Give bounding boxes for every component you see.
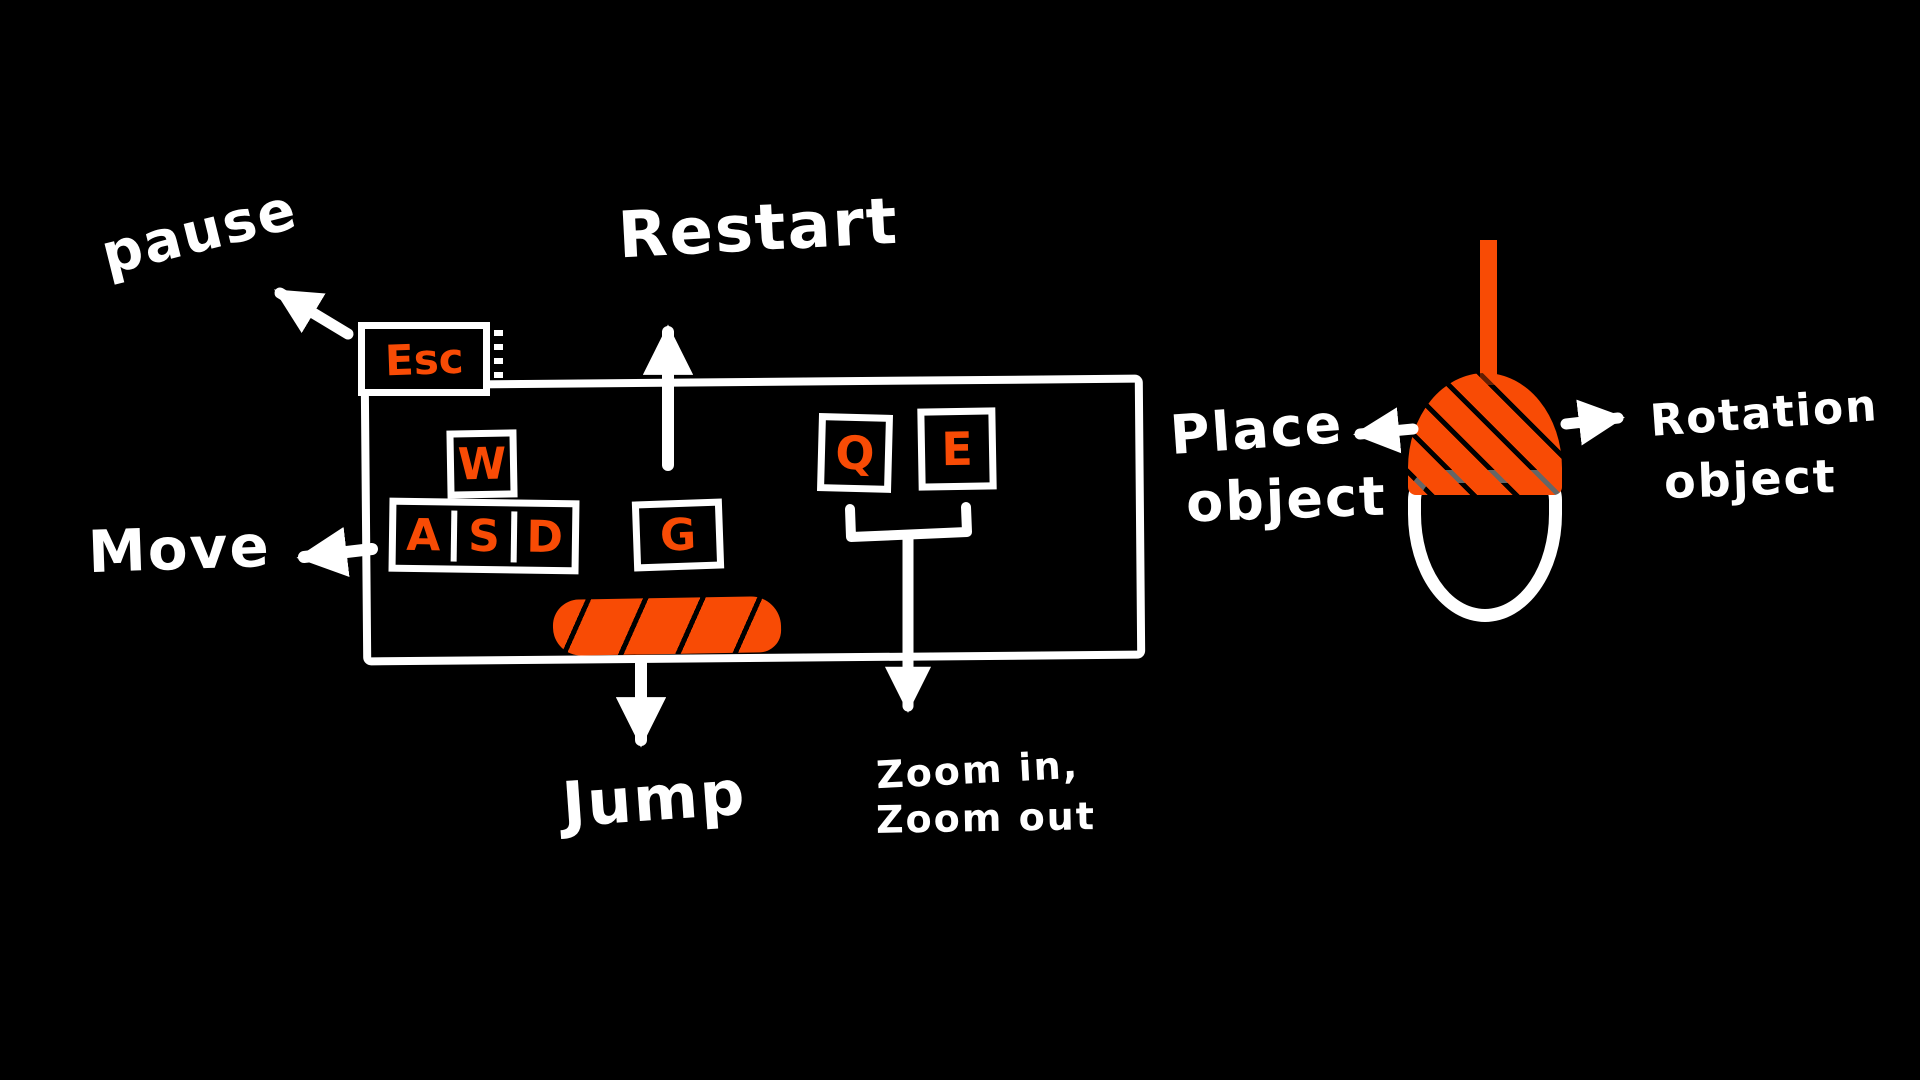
a-key: A bbox=[395, 509, 458, 562]
jump-label: Jump bbox=[559, 755, 749, 842]
g-key-label: G bbox=[659, 508, 697, 562]
w-key-label: W bbox=[457, 438, 507, 490]
q-key: Q bbox=[816, 413, 894, 493]
move-label: Move bbox=[86, 511, 272, 587]
mouse-drawing bbox=[1400, 235, 1570, 630]
place-label-line1: Place bbox=[1168, 392, 1346, 467]
d-key: D bbox=[517, 511, 572, 563]
s-key: S bbox=[456, 510, 518, 562]
rotation-label-line1: Rotation bbox=[1648, 380, 1881, 447]
mouse-scroll-wheel-dome bbox=[1408, 373, 1562, 495]
restart-label: Restart bbox=[616, 184, 901, 274]
a-key-label: A bbox=[405, 509, 441, 561]
esc-key-label: Esc bbox=[383, 333, 465, 385]
zoom-label-line2: Zoom out bbox=[875, 794, 1097, 842]
d-key-label: D bbox=[526, 511, 564, 563]
e-key-label: E bbox=[940, 421, 974, 477]
mouse-scroll-wheel-stem bbox=[1480, 240, 1497, 385]
g-key: G bbox=[631, 498, 725, 572]
s-key-label: S bbox=[467, 510, 501, 562]
place-label-line2: object bbox=[1184, 464, 1388, 535]
rotation-label-line2: object bbox=[1663, 449, 1838, 509]
esc-key: Esc bbox=[358, 322, 490, 396]
rotation-arrow bbox=[1560, 399, 1625, 446]
space-key bbox=[552, 596, 782, 656]
pause-arrow bbox=[274, 287, 354, 340]
pause-label: pause bbox=[95, 176, 304, 289]
w-key: W bbox=[446, 429, 518, 499]
asd-key-row: A S D bbox=[388, 497, 580, 575]
q-key-label: Q bbox=[834, 425, 876, 481]
zoom-label-line1: Zoom in, bbox=[874, 742, 1081, 798]
esc-key-scribble bbox=[494, 330, 503, 388]
e-key: E bbox=[917, 407, 997, 491]
